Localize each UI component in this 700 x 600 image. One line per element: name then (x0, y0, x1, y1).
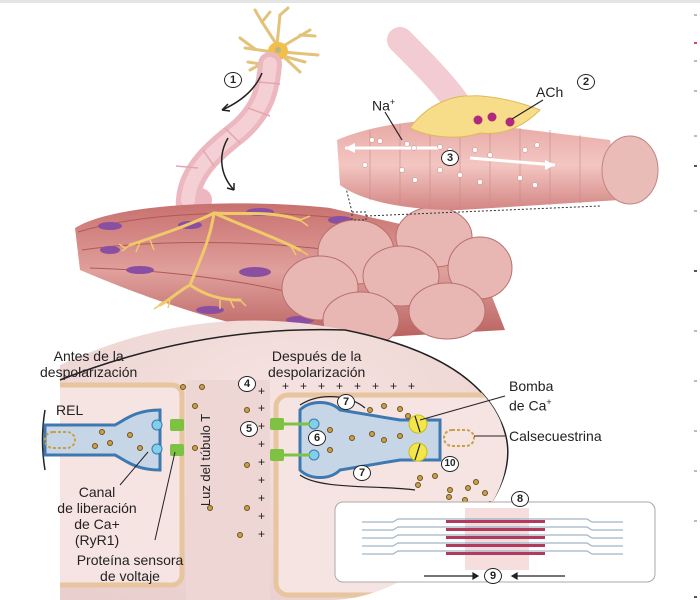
svg-text:+: + (258, 491, 265, 505)
step-5-marker: 5 (240, 421, 258, 437)
calsequestrin-label: Calsecuestrina (509, 428, 602, 444)
svg-text:+: + (354, 379, 361, 393)
sodium-text: Na (372, 97, 390, 114)
svg-text:+: + (372, 379, 379, 393)
right-edge-artifact (690, 0, 700, 600)
ryr-line-2: de liberación (57, 500, 137, 516)
svg-text:+: + (318, 379, 325, 393)
step-7-marker-top: 7 (337, 394, 355, 410)
ryr-line-1: Canal (78, 484, 116, 500)
svg-text:+: + (258, 509, 265, 523)
svg-text:+: + (258, 401, 265, 415)
svg-text:+: + (258, 455, 265, 469)
step-10-marker: 10 (441, 456, 459, 472)
svg-text:+: + (258, 527, 265, 541)
after-line-1: Después de la (271, 348, 362, 364)
top-border (0, 0, 700, 3)
sodium-label: Na+ (372, 94, 395, 114)
step-9-marker: 9 (484, 568, 502, 584)
calcium-pump-label: Bomba de Ca+ (509, 378, 553, 414)
before-line-1: Antes de la (53, 348, 124, 364)
neuromuscular-junction (337, 27, 659, 210)
pump-line-1: Bomba (509, 378, 554, 394)
step-8-marker: 8 (511, 491, 529, 507)
sr-label: REL (56, 402, 84, 418)
ryr-line-3: de Ca+ (74, 516, 120, 532)
sensor-line-2: de voltaje (100, 568, 160, 584)
svg-text:+: + (408, 379, 415, 393)
step-1-marker: 1 (224, 72, 242, 88)
after-line-2: despolarización (268, 364, 366, 380)
step-6-marker: 6 (308, 430, 326, 446)
svg-text:+: + (282, 379, 289, 393)
svg-text:+: + (258, 473, 265, 487)
step-4-marker: 4 (238, 376, 256, 392)
before-line-2: despolarización (40, 364, 138, 380)
zoom-callout-lines (342, 175, 601, 221)
svg-text:+: + (258, 419, 265, 433)
svg-text:+: + (300, 379, 307, 393)
svg-text:+: + (390, 379, 397, 393)
step-3-marker: 3 (441, 150, 459, 166)
after-depolarization-label: Después de la despolarización (268, 348, 365, 380)
pump-line-2: de Ca (509, 397, 547, 414)
svg-text:+: + (258, 437, 265, 451)
svg-text:+: + (336, 379, 343, 393)
pump-charge: + (546, 397, 552, 407)
signal-arrows (221, 72, 263, 191)
sodium-charge: + (389, 97, 396, 107)
step-7-marker-bottom: 7 (353, 465, 371, 481)
voltage-sensor-label: Proteína sensora de voltaje (40, 552, 220, 584)
t-tubule-charges: + + + + + + + + + + + + + + + + + (258, 379, 415, 541)
sensor-line-1: Proteína sensora (76, 552, 184, 568)
svg-text:+: + (258, 384, 265, 398)
ach-label: ACh (536, 84, 564, 100)
before-depolarization-label: Antes de la despolarización (40, 348, 137, 380)
ryr-line-4: (RyR1) (74, 532, 120, 548)
t-tubule-lumen-label: Luz del túbulo T (198, 413, 214, 507)
step-2-marker: 2 (577, 74, 595, 90)
muscle-fascicle (75, 203, 513, 349)
ryr1-label: Canal de liberación de Ca+ (RyR1) (22, 484, 172, 548)
